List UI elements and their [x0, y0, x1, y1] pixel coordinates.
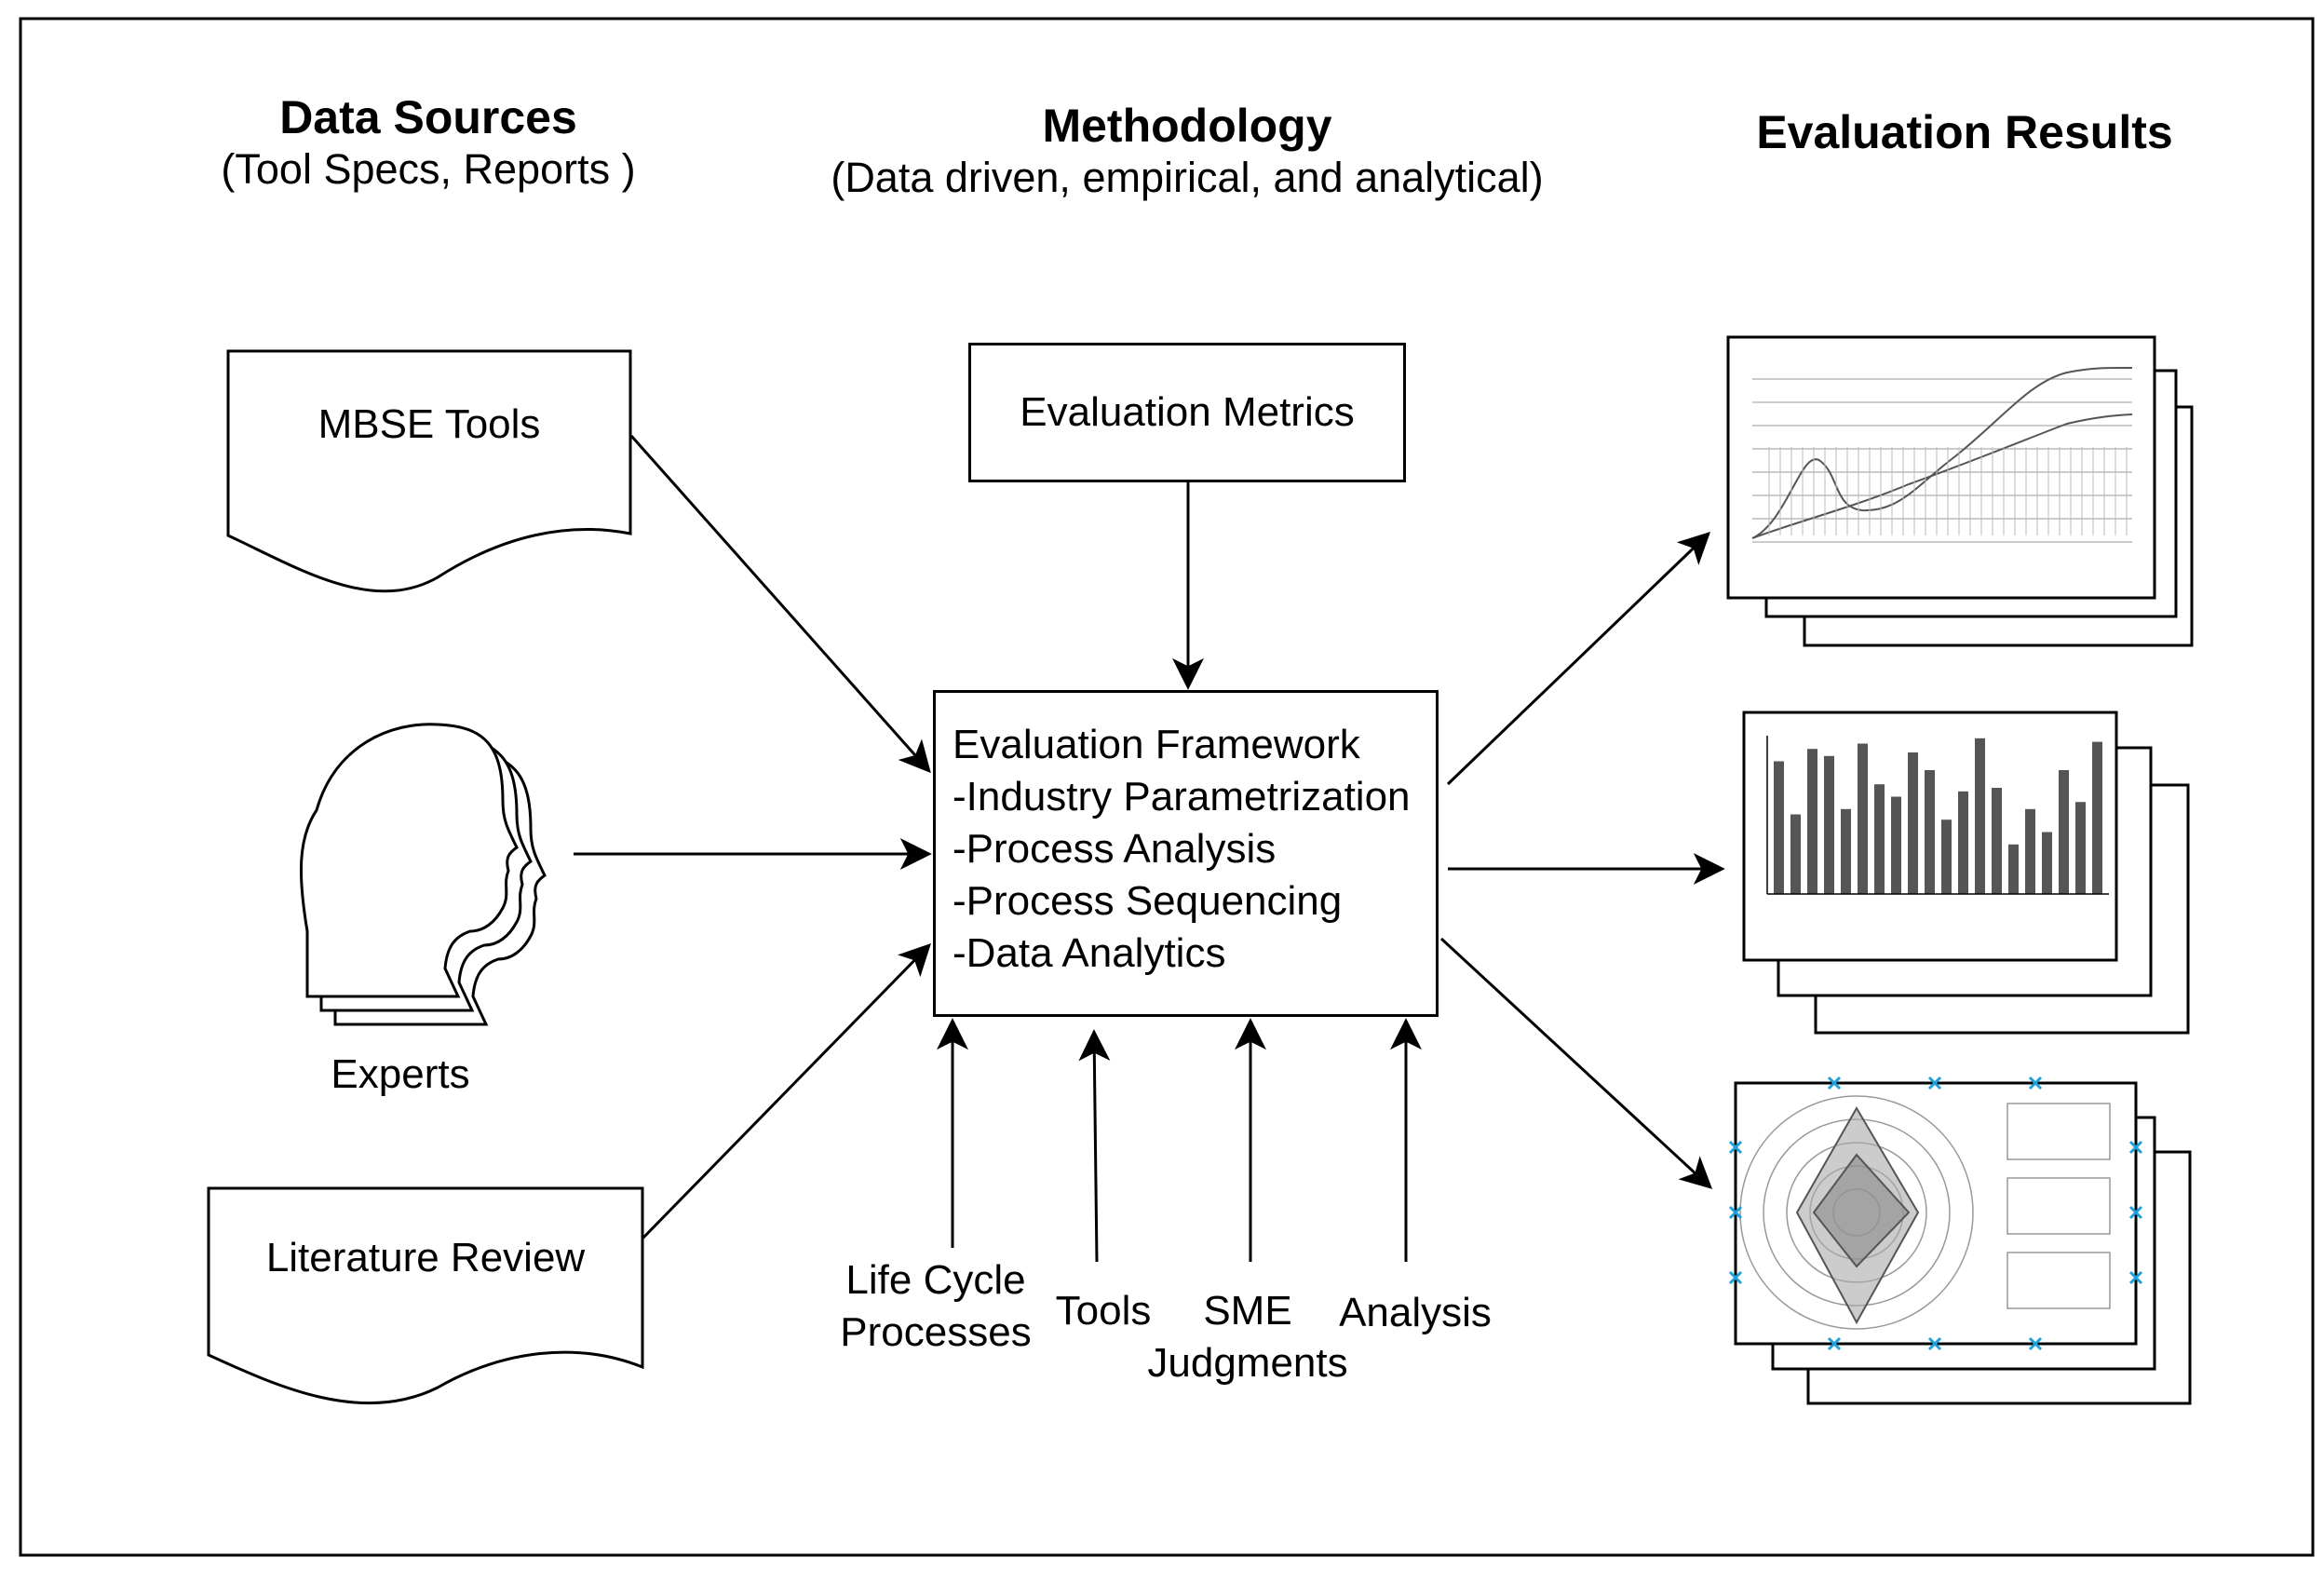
thumbnail-bar: [2042, 832, 2052, 894]
arrow-tools-up: [1078, 1029, 1111, 1263]
mbse-tools-label: MBSE Tools: [318, 401, 541, 447]
framework-item: -Data Analytics: [953, 930, 1226, 976]
thumbnail-bar: [2059, 770, 2069, 894]
tools-label: Tools: [1055, 1288, 1152, 1334]
sme-line-2: Judgments: [1147, 1340, 1348, 1386]
thumbnail-handle-marker: [2128, 1205, 2143, 1220]
thumbnail-bar: [1891, 796, 1901, 894]
evaluation-metrics-box: Evaluation Metrics: [968, 343, 1406, 482]
life-cycle-line-2: Processes: [840, 1309, 1032, 1355]
data-sources-title: Data Sources: [279, 91, 577, 143]
mbse-tools-document-shape: [226, 349, 632, 593]
thumbnail-handle-marker: [2128, 1140, 2143, 1155]
thumbnail-bar: [1992, 788, 2002, 894]
line-chart-results-stack: [1726, 335, 2194, 647]
outer-frame: [19, 17, 2315, 1557]
thumbnail-bar: [1925, 770, 1935, 894]
thumbnail-bar: [1975, 738, 1985, 894]
analysis-label: Analysis: [1339, 1290, 1492, 1335]
evaluation-results-title: Evaluation Results: [1756, 106, 2173, 158]
bar-chart-results-stack: [1742, 711, 2190, 1035]
experts-label: Experts: [331, 1051, 470, 1097]
thumbnail-bar: [1858, 743, 1868, 894]
thumbnail-handle-marker: [1728, 1205, 1743, 1220]
experts-heads-icon: [299, 723, 547, 1026]
thumbnail-handle-marker: [1827, 1076, 1842, 1090]
arrow-framework-to-line-results: [1446, 532, 1711, 786]
sme-judgments-label: SME Judgments: [1136, 1285, 1359, 1389]
arrow-framework-to-radar-results: [1439, 937, 1713, 1189]
thumbnail-handle-marker: [1927, 1076, 1942, 1090]
data-sources-header: Data Sources (Tool Specs, Reports ): [168, 90, 689, 195]
thumbnail-legend-box: [2006, 1103, 2111, 1160]
data-sources-subtitle: (Tool Specs, Reports ): [221, 145, 636, 193]
evaluation-results-header: Evaluation Results: [1695, 105, 2235, 159]
thumbnail-legend-box: [2006, 1177, 2111, 1235]
thumbnail-bar: [1807, 749, 1817, 894]
thumbnail-handle-marker: [1927, 1336, 1942, 1351]
methodology-header: Methodology (Data driven, empirical, and…: [801, 99, 1574, 203]
literature-review-document-shape: [207, 1186, 644, 1405]
life-cycle-processes-label: Life Cycle Processes: [819, 1254, 1052, 1359]
thumbnail-bar: [1941, 819, 1952, 894]
thumbnail-handle-marker: [2028, 1336, 2043, 1351]
arrow-mbse-to-framework: [629, 435, 931, 774]
framework-title: Evaluation Framework: [953, 722, 1360, 767]
thumbnail-legend-box: [2006, 1252, 2111, 1309]
thumbnail-bar: [1908, 752, 1918, 894]
thumbnail-bar: [2025, 808, 2035, 894]
thumbnail-bar: [2075, 802, 2086, 894]
thumbnail-bar: [1874, 784, 1885, 894]
framework-item: -Process Sequencing: [953, 878, 1343, 924]
evaluation-metrics-label: Evaluation Metrics: [1020, 389, 1355, 435]
thumbnail-bar: [1841, 808, 1851, 894]
framework-item: -Industry Parametrization: [953, 774, 1411, 819]
radar-chart-results-stack: [1728, 1076, 2192, 1405]
arrow-literature-to-framework: [641, 942, 931, 1240]
thumbnail-handle-marker: [1728, 1140, 1743, 1155]
thumbnail-bar: [1774, 761, 1784, 894]
life-cycle-line-1: Life Cycle: [845, 1257, 1026, 1303]
thumbnail-bar: [1824, 755, 1834, 894]
thumbnail-bar: [2008, 844, 2019, 894]
thumbnail-handle-marker: [2128, 1270, 2143, 1285]
methodology-subtitle: (Data driven, empirical, and analytical): [831, 154, 1544, 201]
thumbnail-bar: [1790, 814, 1801, 894]
thumbnail-bar: [1958, 791, 1968, 894]
literature-review-label: Literature Review: [265, 1235, 586, 1280]
sme-line-1: SME: [1203, 1288, 1292, 1334]
thumbnail-ring: [1739, 1095, 1974, 1330]
thumbnail-handle-marker: [1827, 1336, 1842, 1351]
methodology-title: Methodology: [1042, 100, 1332, 152]
thumbnail-handle-marker: [1728, 1270, 1743, 1285]
thumbnail-handle-marker: [2028, 1076, 2043, 1090]
framework-item: -Process Analysis: [953, 826, 1277, 872]
evaluation-framework-box: Evaluation Framework -Industry Parametri…: [933, 690, 1439, 1017]
thumbnail-radar-area: [1812, 1153, 1911, 1268]
thumbnail-bar: [2092, 741, 2102, 894]
thumbnail-line: [1751, 366, 2133, 539]
thumbnail-line: [1751, 413, 2133, 539]
